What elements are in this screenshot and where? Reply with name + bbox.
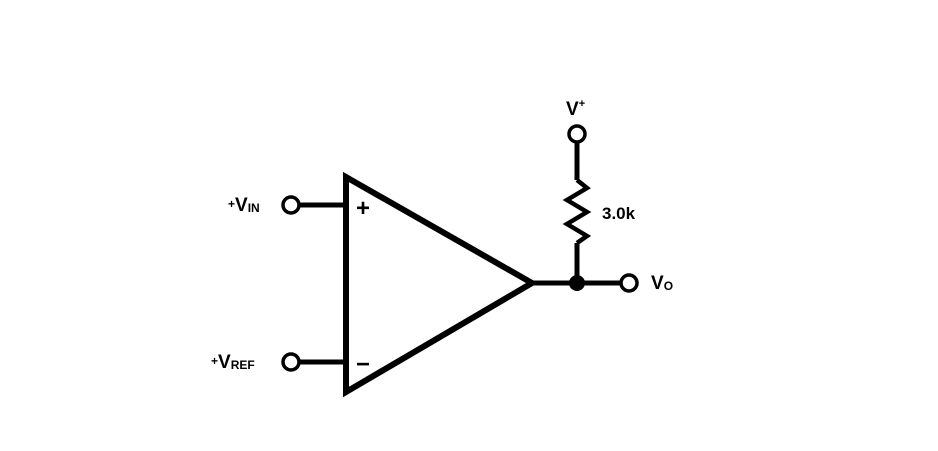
vref-subscript: REF bbox=[231, 358, 255, 372]
resistor-value-label: 3.0k bbox=[602, 204, 636, 223]
vo-label: VO bbox=[651, 273, 673, 294]
vin-subscript: IN bbox=[248, 201, 260, 215]
opamp-minus-symbol: − bbox=[356, 351, 370, 378]
vref-terminal bbox=[281, 352, 301, 372]
supply-label: V+ bbox=[566, 98, 585, 120]
opamp-triangle bbox=[343, 171, 538, 398]
resistor-zigzag bbox=[562, 178, 592, 245]
vref-label: +VREF bbox=[211, 352, 255, 373]
supply-terminal bbox=[567, 124, 587, 144]
supply-main: V bbox=[566, 99, 579, 120]
vin-terminal bbox=[281, 195, 301, 215]
vref-main: V bbox=[218, 352, 231, 373]
vo-terminal bbox=[619, 273, 639, 293]
vref-sign: + bbox=[211, 354, 218, 368]
vin-sign: + bbox=[228, 197, 235, 211]
vo-subscript: O bbox=[664, 279, 673, 293]
supply-superscript: + bbox=[579, 98, 585, 110]
vo-main: V bbox=[651, 273, 664, 294]
vin-main: V bbox=[235, 195, 248, 216]
opamp-plus-symbol: + bbox=[356, 195, 370, 222]
vin-label: +VIN bbox=[228, 195, 260, 216]
